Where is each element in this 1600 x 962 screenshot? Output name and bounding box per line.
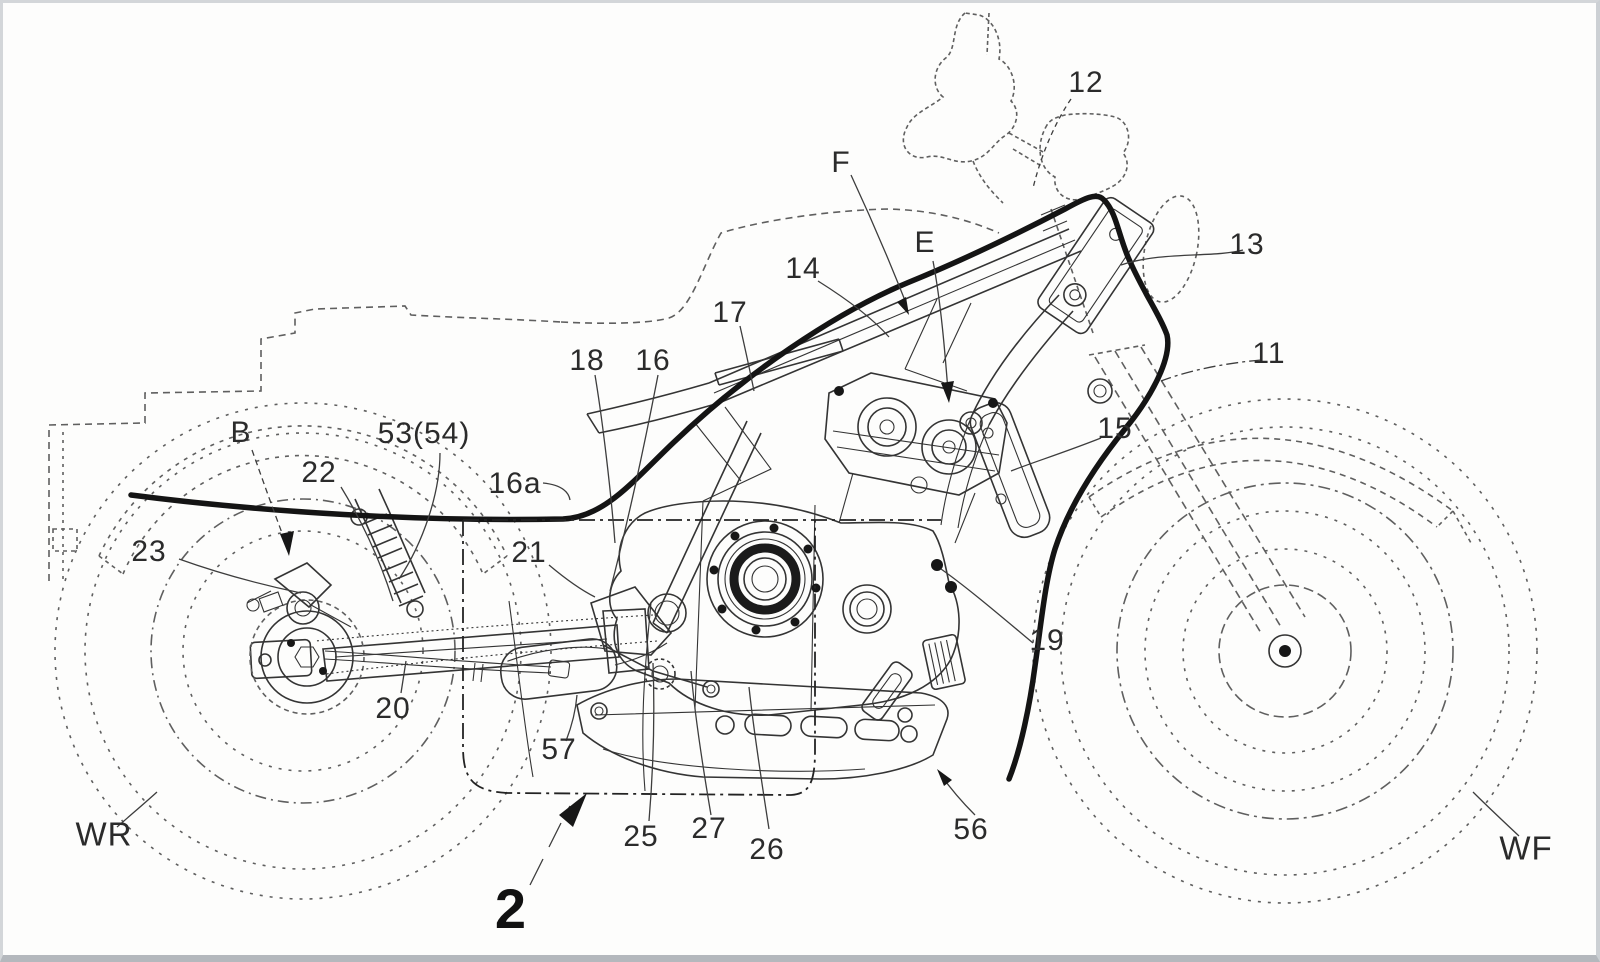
ref-label-11: 11 <box>1252 337 1286 370</box>
ref-label-E: E <box>914 226 936 259</box>
tail-bodywork-phantom <box>48 305 562 581</box>
ref-label-16a: 16a <box>488 467 542 500</box>
ref-label-56: 56 <box>953 813 989 846</box>
ref-label-21: 21 <box>511 536 547 569</box>
ref-label-25: 25 <box>623 820 659 853</box>
ref-label-57: 57 <box>541 733 577 766</box>
headstock-clamp <box>1040 204 1068 232</box>
ref-label-23: 23 <box>131 535 167 568</box>
ref-label-18: 18 <box>569 344 605 377</box>
radiator-guard <box>969 401 1051 539</box>
clutch-cover <box>706 520 824 638</box>
ref-label-B: B <box>230 416 252 449</box>
front-fork-phantom <box>1050 208 1306 634</box>
muffler-cover <box>499 638 668 700</box>
figure-number-arrow <box>529 793 587 886</box>
seat-tank-phantom <box>560 208 1000 325</box>
ref-label-14: 14 <box>785 252 821 285</box>
footpeg-bracket <box>861 661 913 723</box>
brake-torque-rod <box>324 650 571 683</box>
oil-filter <box>842 584 892 634</box>
frame-emphasis-line-F <box>128 193 1171 782</box>
ref-label-15: 15 <box>1097 412 1133 445</box>
leader-lines <box>116 98 1520 837</box>
ref-label-22: 22 <box>301 456 337 489</box>
skid-plate <box>576 678 949 780</box>
ref-label-26: 26 <box>749 833 785 866</box>
ref-label-20: 20 <box>375 692 411 725</box>
ref-label-19: 19 <box>1029 624 1065 657</box>
rear-hub <box>249 599 365 715</box>
ref-label-WR: WR <box>75 815 133 853</box>
front-wheel <box>1032 398 1538 904</box>
rider-silhouette-phantom <box>902 12 1130 204</box>
front-fender-phantom <box>1088 437 1472 544</box>
rear-brake-linkage <box>246 562 352 628</box>
fork-crown-bolt <box>1087 378 1113 404</box>
ref-label-17: 17 <box>712 296 748 329</box>
drive-chain <box>314 614 658 676</box>
lower-cowl-lines <box>508 600 652 792</box>
ref-label-WF: WF <box>1499 829 1553 867</box>
figure-number: 2 <box>494 877 528 940</box>
ref-label-16: 16 <box>635 344 671 377</box>
engine-mount-dot <box>931 559 943 571</box>
engine-mount-dot <box>945 581 957 593</box>
ref-label-53-54: 53(54) <box>377 417 471 450</box>
regulator-ribbed-block <box>922 633 966 691</box>
patent-drawing-artwork <box>48 12 1538 904</box>
cylinder-head <box>824 372 1008 544</box>
ref-label-13: 13 <box>1229 228 1265 261</box>
section-box-2 <box>462 519 941 796</box>
rear-fender-phantom <box>98 425 508 575</box>
ref-label-12: 12 <box>1068 66 1104 99</box>
swingarm <box>249 608 650 682</box>
ref-label-27: 27 <box>691 812 727 845</box>
ref-label-F: F <box>831 146 851 179</box>
